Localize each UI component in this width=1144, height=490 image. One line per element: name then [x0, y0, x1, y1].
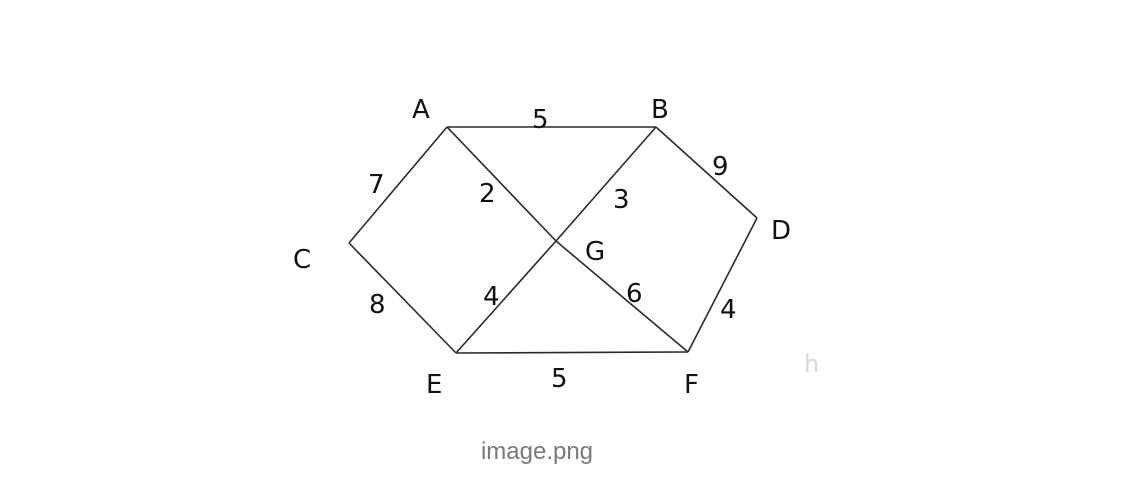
weight-e-f: 5 [551, 364, 568, 394]
node-label-c: C [293, 245, 311, 275]
weight-b-d: 9 [712, 152, 729, 182]
edge-a-g [446, 126, 557, 242]
weight-g-e: 4 [483, 282, 500, 312]
node-label-b: B [651, 95, 669, 125]
weight-c-e: 8 [369, 290, 386, 320]
weight-a-c: 7 [368, 170, 385, 200]
edge-e-f [455, 351, 689, 354]
edge-g-e [455, 240, 557, 354]
weight-a-b: 5 [532, 105, 549, 135]
edge-c-e [348, 242, 457, 354]
node-label-d: D [771, 216, 791, 246]
node-label-a: A [412, 95, 430, 125]
edge-g-f [555, 240, 689, 353]
node-label-g: G [585, 237, 605, 267]
weight-d-f: 4 [720, 295, 737, 325]
edge-b-g [555, 126, 657, 242]
weight-b-g: 3 [613, 185, 630, 215]
watermark-fragment: h [804, 350, 819, 378]
image-caption: image.png [480, 438, 594, 465]
weight-a-g: 2 [479, 179, 496, 209]
node-label-f: F [684, 370, 699, 400]
edge-b-d [655, 126, 758, 219]
weight-g-f: 6 [626, 279, 643, 309]
node-label-e: E [426, 370, 442, 400]
edge-a-c [348, 126, 448, 244]
edge-d-f [687, 217, 758, 353]
